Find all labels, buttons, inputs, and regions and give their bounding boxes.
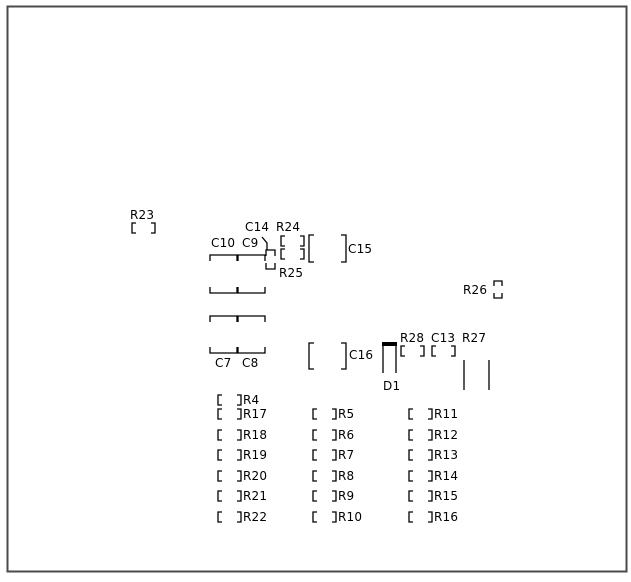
label-r7: R7: [338, 448, 355, 462]
c14-leader: [261, 236, 268, 250]
label-r12: R12: [434, 428, 459, 442]
c13-footprint: [431, 345, 456, 357]
r4-footprint: [217, 394, 242, 406]
label-r14: R14: [434, 469, 459, 483]
label-r23: R23: [130, 208, 155, 222]
c10-c9-footprint: [209, 254, 266, 294]
r27-footprint: [463, 360, 490, 390]
d1-footprint: [382, 344, 397, 373]
label-r26: R26: [463, 283, 488, 297]
label-c14: C14: [245, 220, 270, 234]
r23-footprint: [131, 222, 156, 234]
label-c16: C16: [349, 348, 374, 362]
label-r27: R27: [462, 331, 487, 345]
label-c7: C7: [215, 356, 232, 370]
label-r19: R19: [243, 448, 268, 462]
label-r21: R21: [243, 489, 268, 503]
label-c13: C13: [431, 331, 456, 345]
label-r24: R24: [276, 220, 301, 234]
label-c15: C15: [348, 242, 373, 256]
label-r18: R18: [243, 428, 268, 442]
resistor-grid-footprints: [217, 408, 433, 523]
label-d1: D1: [383, 379, 401, 393]
label-r8: R8: [338, 469, 355, 483]
c16-footprint: [308, 342, 347, 370]
d1-cathode-bar: [382, 342, 397, 346]
label-c10: C10: [211, 236, 236, 250]
c7-c8-footprint: [209, 315, 266, 354]
r26-footprint: [493, 280, 503, 299]
label-r10: R10: [338, 510, 363, 524]
label-r15: R15: [434, 489, 459, 503]
label-r22: R22: [243, 510, 268, 524]
label-r6: R6: [338, 428, 355, 442]
label-r11: R11: [434, 407, 459, 421]
label-r9: R9: [338, 489, 355, 503]
label-r17: R17: [243, 407, 268, 421]
label-c9: C9: [242, 236, 259, 250]
label-r5: R5: [338, 407, 355, 421]
r25-footprint: [265, 249, 276, 270]
label-r13: R13: [434, 448, 459, 462]
label-r28: R28: [400, 331, 425, 345]
label-c8: C8: [242, 356, 259, 370]
label-r25: R25: [279, 266, 304, 280]
label-r20: R20: [243, 469, 268, 483]
c15-footprint: [308, 234, 347, 263]
r24-footprint: [280, 235, 305, 260]
r28-footprint: [400, 345, 425, 357]
label-r4: R4: [243, 393, 260, 407]
board-outline: [6, 5, 628, 573]
label-r16: R16: [434, 510, 459, 524]
